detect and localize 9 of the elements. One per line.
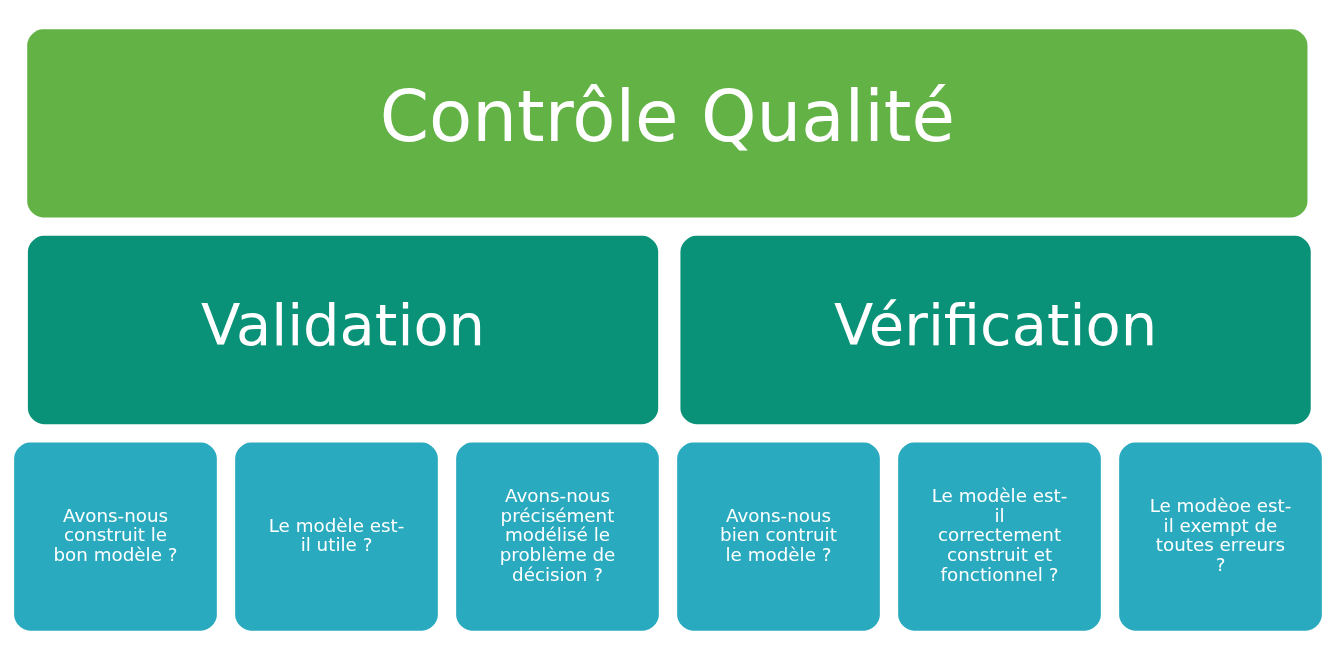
node-box: Validation	[27, 235, 659, 424]
node-box: Avons-nous bien contruit le modèle ?	[677, 441, 880, 631]
node-box: Le modèle est-il correctement construit et fonctionnel ?	[898, 441, 1101, 631]
node-box: Vérification	[680, 235, 1311, 424]
node-box: Avons-nous précisément modélisé le problème de décision ?	[456, 441, 659, 631]
node-box: Le modèle est-il utile ?	[235, 441, 438, 631]
node-box: Avons-nous construit le bon modèle ?	[14, 441, 217, 631]
node-box: Contrôle Qualité	[27, 28, 1308, 218]
node-box: Le modèoe est-il exempt de toutes erreurs ?	[1119, 441, 1322, 631]
